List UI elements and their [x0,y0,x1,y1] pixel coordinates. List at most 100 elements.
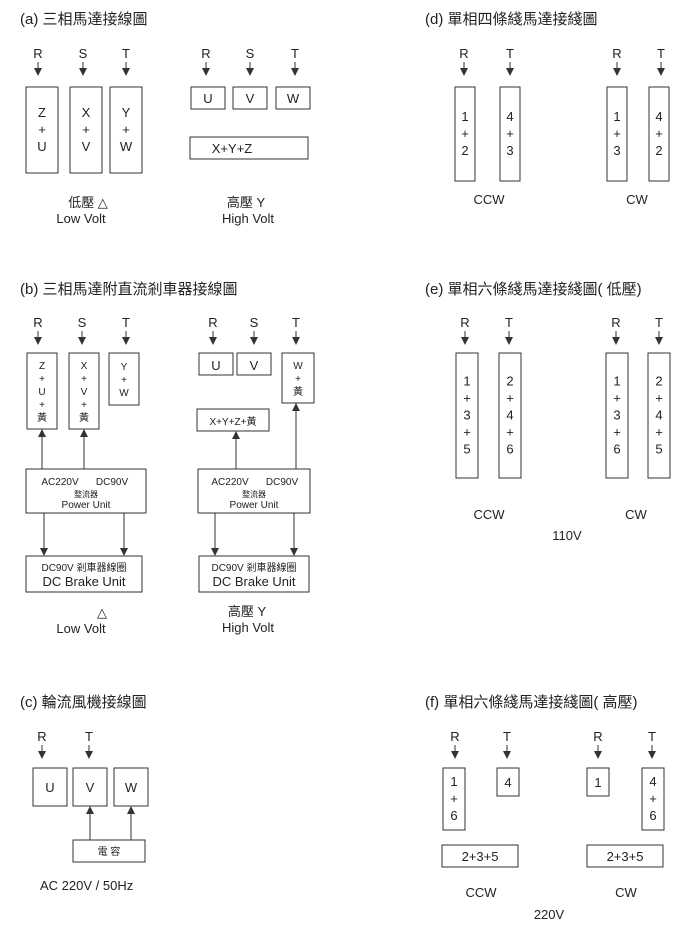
c-terminal-0-label: R [37,729,46,744]
b-high-box-label-0: U [211,358,220,373]
a-high-box-0 [190,86,226,110]
c-capacitor-box [72,839,146,863]
b-high-w-box [281,352,315,404]
title-d: (d) 單相四條綫馬達接綫圖 [425,11,598,28]
c-capacitor-label: 電 容 [98,845,121,858]
e-cw-box-1 [647,352,671,479]
b-low-brake-line2: DC Brake Unit [42,574,125,589]
b-low-box-1-text-4: 黃 [79,411,89,424]
a-low-label-zh: 低壓 △ [68,195,108,210]
b-low-terminal-0-label: R [33,315,42,330]
a-high-box-2 [275,86,311,110]
b-high-label-en: High Volt [222,620,274,635]
b-low-power-box [25,468,147,514]
e-cw-box-1-text-1: + [655,391,663,406]
b-high-terminal-1-label: S [250,315,259,330]
e-cw-terminal-1-label: T [655,315,663,330]
e-ccw-terminal-0-label: R [460,315,469,330]
e-cw-box-0-text-0: 1 [613,374,620,389]
c-box-2 [113,767,149,807]
f-voltage-label: 220V [534,907,565,922]
d-ccw-box-1 [499,86,521,182]
a-high-sum-box [189,136,309,160]
b-low-box-0-text-1: + [39,374,45,385]
d-ccw-box-1-text-1: + [506,126,514,141]
title-e: (e) 單相六條綫馬達接綫圖( 低壓) [425,281,642,298]
e-cw-box-1-text-4: 5 [655,442,662,457]
d-ccw-box-1-text-0: 4 [506,109,513,124]
b-low-box-2-text-2: W [119,388,129,399]
e-ccw-box-1-text-2: 4 [506,408,513,423]
b-low-brake-line1: DC90V 剎車器線圈 [41,561,126,574]
b-low-box-1 [68,352,100,430]
c-box-label-1: V [86,780,95,795]
e-ccw-box-1-text-0: 2 [506,374,513,389]
a-high-terminal-1-label: S [246,46,255,61]
f-cw-bottom-label: 2+3+5 [607,849,644,864]
d-cw-terminal-1-label: T [657,46,665,61]
f-ccw-bottom-label: 2+3+5 [462,849,499,864]
b-high-terminal-2-label: T [292,315,300,330]
d-cw-box-1-text-1: + [655,126,663,141]
f-ccw-left-box-text-2: 6 [450,808,457,823]
c-terminal-1-label: T [85,729,93,744]
f-ccw-bottom-box [441,844,519,868]
e-ccw-box-0-text-1: + [463,391,471,406]
e-voltage-label: 110V [552,528,582,543]
e-ccw-box-1-text-4: 6 [506,442,513,457]
a-low-label-en: Low Volt [56,211,106,226]
a-high-box-label-2: W [287,91,300,106]
b-low-label-en: Low Volt [56,621,106,636]
b-high-w-box-text-2: 黃 [293,385,303,398]
d-ccw-terminal-1-label: T [506,46,514,61]
b-high-power-unit: Power Unit [230,500,279,511]
b-high-box-label-1: V [250,358,259,373]
b-low-power-dc: DC90V [96,477,129,488]
b-low-box-2 [108,352,140,406]
d-cw-terminal-0-label: R [612,46,621,61]
a-low-box-1-text-0: X [82,105,91,120]
d-cw-box-0-text-1: + [613,126,621,141]
b-high-power-ac: AC220V [211,477,249,488]
b-high-brake-line1: DC90V 剎車器線圈 [211,561,296,574]
b-high-w-box-text-0: W [293,361,303,372]
e-cw-box-0 [605,352,629,479]
b-high-label-zh: 高壓 Y [228,604,267,619]
b-high-brake-line2: DC Brake Unit [212,574,295,589]
b-high-power-box [197,468,311,514]
e-ccw-box-0-text-2: 3 [463,408,470,423]
d-ccw-box-0-text-2: 2 [461,143,468,158]
b-low-box-2-text-0: Y [121,362,128,373]
f-cw-left-label: 1 [594,775,601,790]
e-ccw-label: CCW [473,507,505,522]
e-cw-box-0-text-1: + [613,391,621,406]
e-cw-box-0-text-3: + [613,425,621,440]
b-low-box-1-text-1: + [81,374,87,385]
d-cw-box-1 [648,86,670,182]
c-box-1 [72,767,108,807]
b-low-power-ac: AC220V [41,477,79,488]
a-low-box-0 [25,86,59,174]
b-high-terminal-0-label: R [208,315,217,330]
f-ccw-right-label: 4 [504,775,511,790]
a-low-box-1 [69,86,103,174]
e-ccw-box-0-text-0: 1 [463,374,470,389]
a-low-terminal-2-label: T [122,46,130,61]
d-ccw-terminal-0-label: R [459,46,468,61]
a-high-label-en: High Volt [222,211,274,226]
d-ccw-label: CCW [473,192,505,207]
b-high-brake-box [198,555,310,593]
f-ccw-label: CCW [465,885,497,900]
a-low-box-2-text-1: + [122,122,130,137]
b-low-terminal-2-label: T [122,315,130,330]
a-low-box-0-text-2: U [37,139,46,154]
a-high-box-label-1: V [246,91,255,106]
title-c: (c) 輪流風機接線圖 [20,694,147,711]
f-cw-right-box [641,767,665,831]
f-ccw-left-box-text-1: + [450,791,458,806]
e-cw-terminal-0-label: R [611,315,620,330]
d-cw-label: CW [626,192,648,207]
f-cw-label: CW [615,885,637,900]
a-high-terminal-0-label: R [201,46,210,61]
